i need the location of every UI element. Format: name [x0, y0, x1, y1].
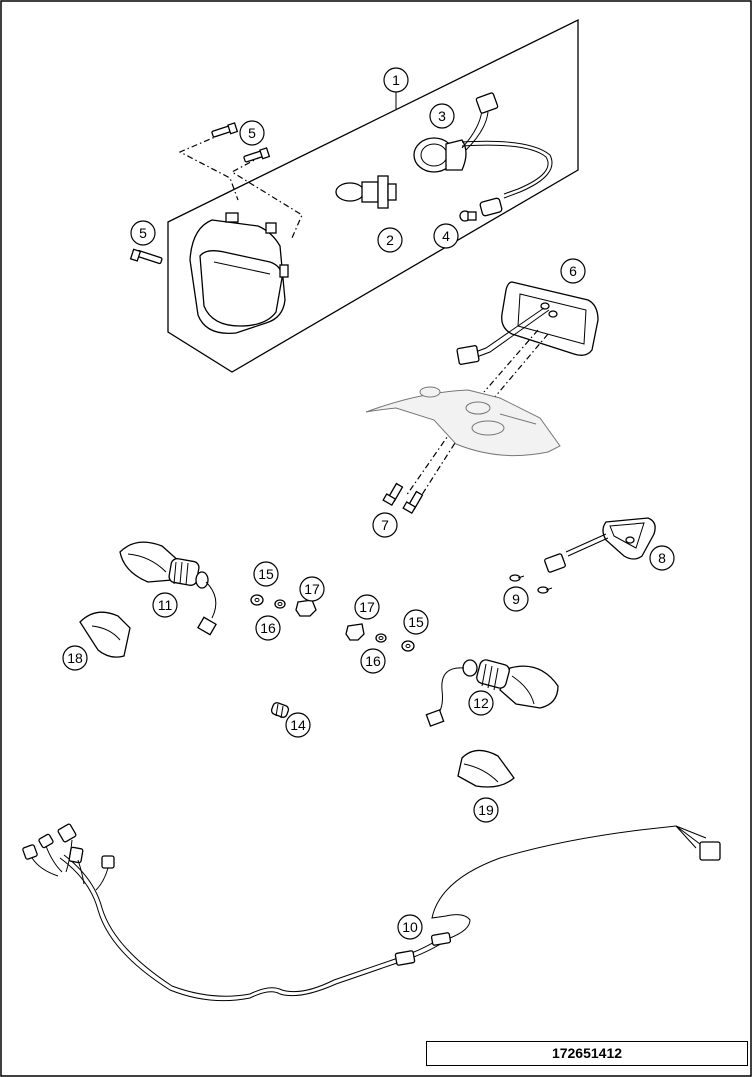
nut-left-part	[295, 599, 317, 617]
callout-indicator-cover-right: 19	[473, 797, 499, 823]
callout-label: 6	[569, 263, 577, 279]
lock-washer-right-part	[375, 633, 387, 643]
headlight-group-box	[167, 18, 579, 373]
screw-top-1	[211, 122, 239, 138]
parking-bulb	[459, 197, 503, 222]
callout-nut-right: 17	[354, 594, 380, 620]
callout-bulb-socket: 3	[429, 103, 455, 129]
headlight-housing	[189, 212, 289, 335]
callout-label: 4	[442, 228, 450, 244]
washer-left-part	[250, 594, 264, 606]
tail-screw-1	[382, 482, 404, 506]
callout-label: 7	[381, 517, 389, 533]
callout-washer-right: 15	[403, 609, 429, 635]
callout-label: 10	[402, 919, 418, 935]
callout-turn-signal-front-left: 11	[152, 592, 178, 618]
callout-label: 2	[386, 232, 394, 248]
callout-label: 5	[139, 225, 147, 241]
callout-lock-washer-right: 16	[360, 648, 386, 674]
tail-light	[456, 281, 599, 365]
indicator-cover-right	[457, 749, 515, 788]
callout-label: 14	[290, 717, 306, 733]
callout-tail-light: 6	[560, 258, 586, 284]
callout-bushing: 14	[285, 712, 311, 738]
license-screw-1	[509, 574, 525, 582]
turn-signal-right	[425, 659, 559, 727]
callout-washer-left: 15	[253, 561, 279, 587]
callout-label: 8	[658, 550, 666, 566]
callout-nut-left: 17	[299, 576, 325, 602]
wiring-harness	[22, 823, 721, 1002]
nut-right-part	[345, 623, 365, 641]
tail-screw-2	[402, 490, 424, 514]
license-screw-2	[537, 586, 553, 594]
callout-license-screws: 9	[503, 586, 529, 612]
bushing-part	[270, 702, 290, 719]
document-number: 172651412	[426, 1041, 748, 1066]
callout-license-light: 8	[649, 545, 675, 571]
headlight-bulb	[335, 175, 397, 209]
callout-headlight-bulb: 2	[377, 227, 403, 253]
callout-turn-signal-front-right: 12	[468, 690, 494, 716]
callout-label: 15	[408, 614, 424, 630]
callout-label: 17	[304, 581, 320, 597]
indicator-cover-left	[79, 611, 131, 658]
callout-label: 9	[512, 591, 520, 607]
rear-bracket	[365, 386, 561, 457]
washer-right-part	[401, 640, 415, 652]
callout-lock-washer-left: 16	[255, 615, 281, 641]
callout-label: 5	[248, 125, 256, 141]
callout-tail-screws: 7	[372, 512, 398, 538]
callout-parking-bulb: 4	[433, 223, 459, 249]
bulb-socket	[413, 92, 553, 199]
callout-label: 12	[473, 695, 489, 711]
callout-headlight-assembly: 1	[383, 67, 409, 93]
screw-leader-top	[178, 133, 239, 201]
callout-indicator-cover-left: 18	[62, 645, 88, 671]
callout-label: 16	[260, 620, 276, 636]
callout-label: 18	[67, 650, 83, 666]
callout-label: 15	[258, 566, 274, 582]
license-light	[544, 517, 656, 573]
lock-washer-left-part	[274, 599, 286, 609]
screw-top-2	[243, 147, 271, 163]
callout-wiring-harness: 10	[397, 914, 423, 940]
callout-label: 11	[158, 597, 173, 613]
callout-headlight-screw-top: 5	[239, 120, 265, 146]
callout-label: 1	[392, 72, 400, 88]
callout-label: 19	[478, 802, 494, 818]
callout-label: 17	[359, 599, 375, 615]
screw-side	[129, 248, 163, 265]
turn-signal-left	[119, 541, 217, 636]
screw-leader-mid	[230, 155, 303, 239]
callout-headlight-screw-side: 5	[130, 220, 156, 246]
callout-label: 3	[438, 108, 446, 124]
callout-label: 16	[365, 653, 381, 669]
